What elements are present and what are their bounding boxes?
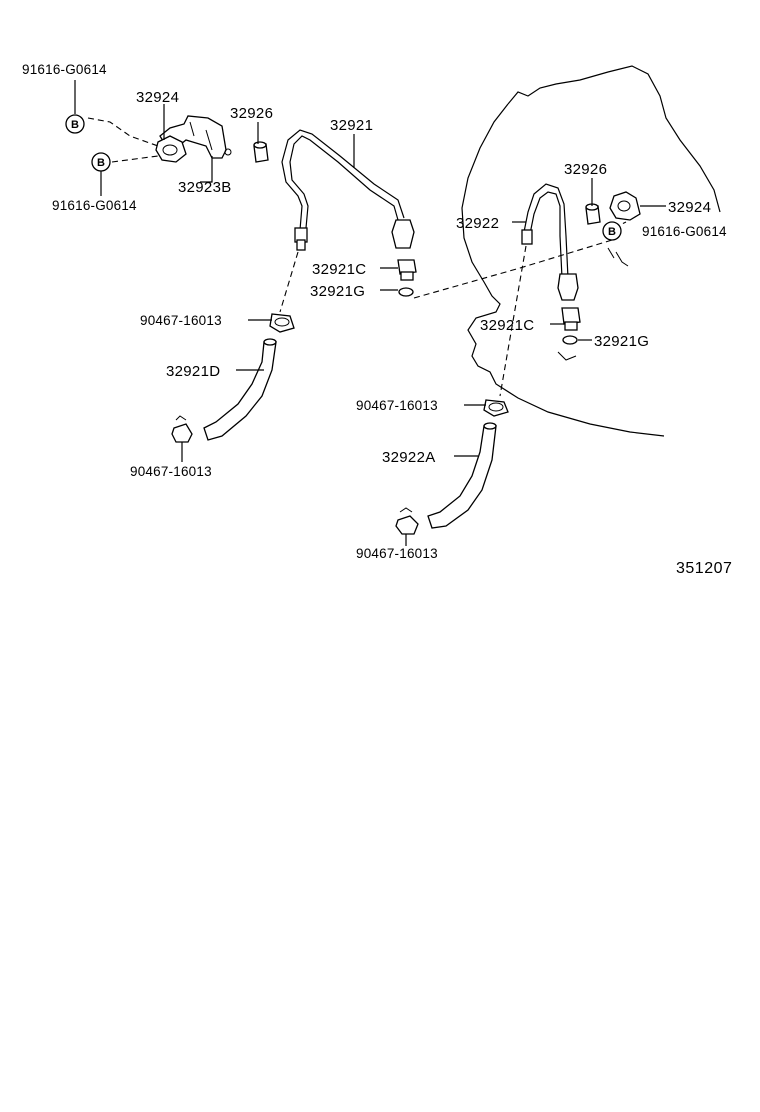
label-hose-clip-right-upper: 90467-16013 <box>356 398 438 413</box>
marker-b-3: B <box>602 221 622 241</box>
label-gasket-g-right: 32921G <box>594 333 649 350</box>
marker-b-2: B <box>91 152 111 172</box>
svg-text:B: B <box>97 157 105 169</box>
figure-number: 351207 <box>676 560 732 577</box>
clamp-32924-left <box>155 135 187 163</box>
label-bracket-left: 32923B <box>178 179 232 196</box>
union-bolt-32921c-left <box>397 259 417 281</box>
label-gasket-c-left: 32921C <box>312 261 366 278</box>
label-hose-left: 32921D <box>166 363 220 380</box>
transmission-case-outline <box>461 65 721 437</box>
hose-clip-lower-left <box>171 415 193 443</box>
gasket-32921g-right <box>562 335 578 345</box>
label-bolt-top-left: 91616-G0614 <box>22 62 107 77</box>
pipe-32922 <box>521 183 579 301</box>
leader-lines <box>74 80 666 546</box>
grommet-32926-right <box>585 203 601 225</box>
label-gasket-c-right: 32921C <box>480 317 534 334</box>
hose-32922a <box>427 422 497 529</box>
hose-32921d <box>203 338 277 441</box>
label-pipe-right: 32922 <box>456 215 499 232</box>
label-hose-right: 32922A <box>382 449 436 466</box>
clamp-32924-right <box>609 191 641 221</box>
gasket-32921g-left <box>398 287 414 297</box>
pipe-32921 <box>281 129 415 251</box>
label-hose-clip-left-lower: 90467-16013 <box>130 464 212 479</box>
label-pipe-left: 32921 <box>330 117 373 134</box>
label-bolt-right: 91616-G0614 <box>642 224 727 239</box>
label-clamp-left: 32924 <box>136 89 179 106</box>
grommet-32926-left <box>253 141 269 163</box>
union-bolt-32921c-right <box>561 307 581 331</box>
hose-clip-upper-right <box>483 399 509 417</box>
hose-clip-lower-right <box>395 507 419 535</box>
label-hose-clip-left-upper: 90467-16013 <box>140 313 222 328</box>
label-grommet-right: 32926 <box>564 161 607 178</box>
hose-clip-upper-left <box>269 313 295 333</box>
label-clamp-right: 32924 <box>668 199 711 216</box>
label-bolt-left-lower: 91616-G0614 <box>52 198 137 213</box>
marker-b-1: B <box>65 114 85 134</box>
label-grommet-left: 32926 <box>230 105 273 122</box>
svg-text:B: B <box>608 226 616 238</box>
svg-text:B: B <box>71 119 79 131</box>
label-gasket-g-left: 32921G <box>310 283 365 300</box>
label-hose-clip-right-lower: 90467-16013 <box>356 546 438 561</box>
